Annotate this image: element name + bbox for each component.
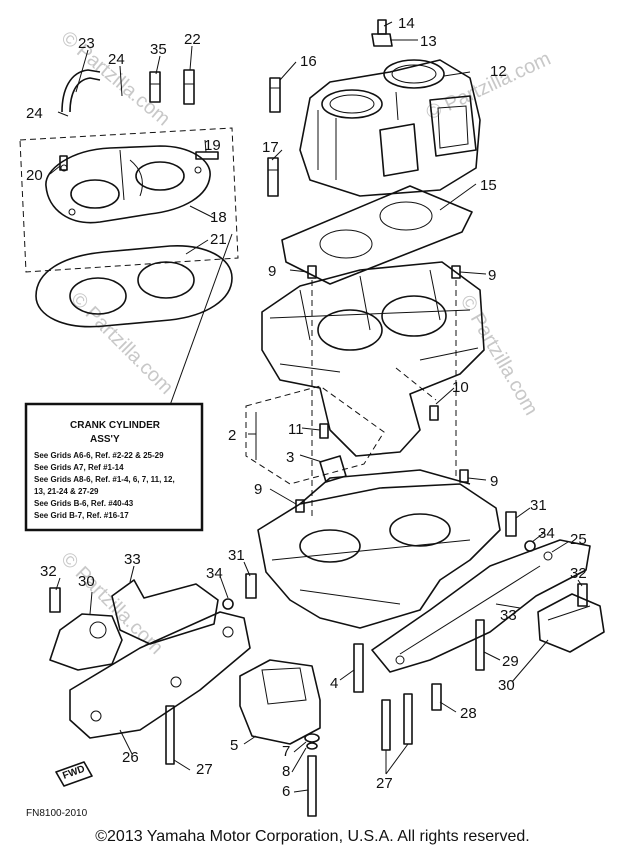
info-box-line: See Grids B-6, Ref. #40-43 [34,499,134,508]
callout-4: 4 [330,675,338,692]
callout-25: 25 [570,531,587,548]
callout-8: 8 [282,763,290,780]
callout-15: 15 [480,177,497,194]
watermark: © Partzilla.com [456,292,542,420]
callout-9d: 9 [254,481,262,498]
callout-7: 7 [282,743,290,760]
callout-32-left: 32 [40,563,57,580]
callout-21: 21 [210,231,227,248]
left-mount-assembly [49,573,257,787]
callout-33-left: 33 [124,551,141,568]
callout-18: 18 [210,209,227,226]
callout-32-right: 32 [570,565,587,582]
callout-28: 28 [460,705,477,722]
callout-labels: 23 24 35 22 14 13 16 12 24 19 20 18 17 1… [26,15,587,800]
info-box-line: See Grids A6-6, Ref. #2-22 & 25-29 [34,451,164,460]
cylinder-block [267,19,481,197]
callout-30-right: 30 [498,677,515,694]
callout-14: 14 [398,15,415,32]
callout-24b: 24 [26,105,43,122]
info-box-line: See Grids A7, Ref #1-14 [34,463,124,472]
callout-29: 29 [502,653,519,670]
callout-19: 19 [204,137,221,154]
callout-34-left: 34 [206,565,223,582]
lower-crankcase [257,469,501,629]
callout-11: 11 [288,421,304,438]
callout-3: 3 [286,449,294,466]
info-box-line: See Grid B-7, Ref. #16-17 [34,511,129,520]
callout-9c: 9 [490,473,498,490]
callout-35: 35 [150,41,167,58]
callout-23: 23 [78,35,95,52]
callout-16: 16 [300,53,317,70]
info-box-subtitle: ASS'Y [90,434,120,445]
callout-2: 2 [228,427,236,444]
callout-6: 6 [282,783,290,800]
leader-lines [49,21,583,793]
center-mount [239,643,442,817]
callout-20: 20 [26,167,43,184]
callout-27-left: 27 [196,761,213,778]
watermark: © Partzilla.com [423,48,554,125]
callout-17: 17 [262,139,279,156]
info-box-line: See Grids A8-6, Ref. #1-4, 6, 7, 11, 12, [34,475,175,484]
copyright-notice: ©2013 Yamaha Motor Corporation, U.S.A. A… [95,828,530,845]
callout-34-right: 34 [538,525,555,542]
callout-5: 5 [230,737,238,754]
drawing-code: FN8100-2010 [26,808,88,819]
info-box-title: CRANK CYLINDER [70,420,161,431]
info-box-line: 13, 21-24 & 27-29 [34,487,99,496]
callout-33-right: 33 [500,607,517,624]
upper-crankcase [245,261,485,520]
callout-9b: 9 [488,267,496,284]
callout-10: 10 [452,379,469,396]
callout-24: 24 [108,51,125,68]
base-gasket [281,185,473,285]
callout-31-right: 31 [530,497,547,514]
callout-26: 26 [122,749,139,766]
callout-9a: 9 [268,263,276,280]
callout-30-left: 30 [78,573,95,590]
callout-22: 22 [184,31,201,48]
callout-12: 12 [490,63,507,80]
callout-13: 13 [420,33,437,50]
watermark: © Partzilla.com [56,548,167,659]
crank-cylinder-info-box: CRANK CYLINDER ASS'Y See Grids A6-6, Ref… [24,402,204,532]
right-mount-bracket [371,511,605,673]
callout-27-center: 27 [376,775,393,792]
callout-31-left: 31 [228,547,245,564]
